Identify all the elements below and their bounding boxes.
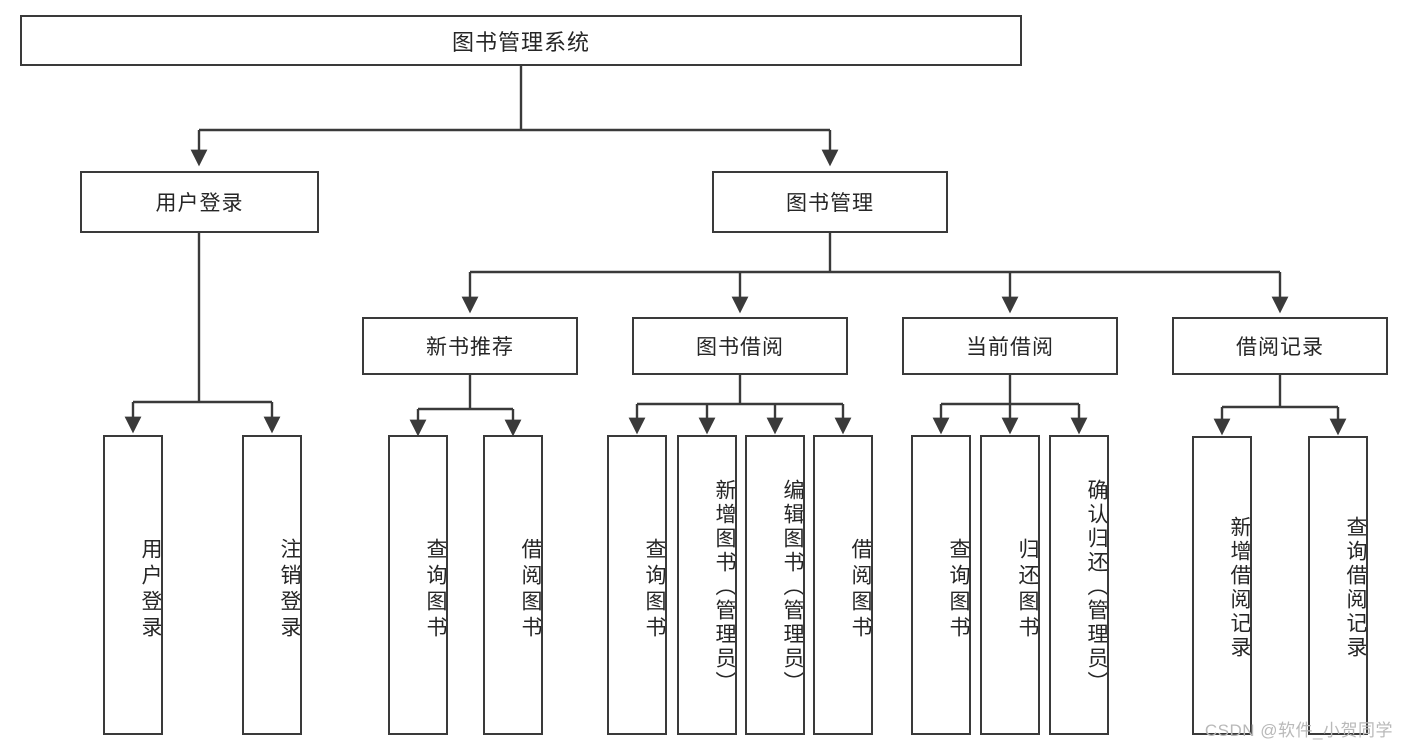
node-label: 查询图书 [424, 538, 447, 642]
leaf-recommend-query-book[interactable]: 查询图书 [388, 435, 448, 735]
leaf-borrow-borrow-book[interactable]: 借阅图书 [813, 435, 873, 735]
node-label: 新增借阅记录 [1228, 515, 1251, 660]
csdn-watermark: CSDN @软件_小贺同学 [1204, 721, 1393, 740]
node-label: 图书管理系统 [451, 29, 590, 55]
node-borrow-record[interactable]: 借阅记录 [1172, 317, 1388, 375]
node-label: 查询图书 [947, 538, 970, 642]
leaf-user-login-logout[interactable]: 注销登录 [242, 435, 302, 735]
node-label: 注销登录 [278, 538, 301, 642]
node-root-book-management-system[interactable]: 图书管理系统 [20, 15, 1022, 66]
leaf-user-login-login[interactable]: 用户登录 [103, 435, 163, 735]
leaf-current-confirm-return-admin[interactable]: 确认归还（管理员） [1049, 435, 1109, 735]
leaf-record-add-borrow-record[interactable]: 新增借阅记录 [1192, 436, 1252, 735]
leaf-current-query-book[interactable]: 查询图书 [911, 435, 971, 735]
node-current-borrow[interactable]: 当前借阅 [902, 317, 1118, 375]
leaf-record-query-borrow-record[interactable]: 查询借阅记录 [1308, 436, 1368, 735]
leaf-borrow-edit-book-admin[interactable]: 编辑图书（管理员） [745, 435, 805, 735]
node-label: 图书借阅 [696, 336, 784, 359]
node-label: 用户登录 [139, 538, 162, 642]
leaf-recommend-borrow-book[interactable]: 借阅图书 [483, 435, 543, 735]
node-label: 新书推荐 [426, 336, 514, 359]
node-label: 查询图书 [643, 538, 666, 642]
leaf-current-return-book[interactable]: 归还图书 [980, 435, 1040, 735]
node-label: 借阅图书 [849, 538, 872, 642]
node-label: 编辑图书（管理员） [781, 479, 804, 695]
node-label: 查询借阅记录 [1344, 515, 1367, 660]
node-book-borrow[interactable]: 图书借阅 [632, 317, 848, 375]
node-label: 新增图书（管理员） [713, 479, 736, 695]
node-label: 借阅图书 [519, 538, 542, 642]
node-user-login[interactable]: 用户登录 [80, 171, 319, 233]
node-label: 用户登录 [155, 192, 244, 215]
node-label: 归还图书 [1016, 538, 1039, 642]
node-label: 图书管理 [786, 192, 874, 215]
node-new-book-recommend[interactable]: 新书推荐 [362, 317, 578, 375]
leaf-borrow-query-book[interactable]: 查询图书 [607, 435, 667, 735]
node-book-management[interactable]: 图书管理 [712, 171, 948, 233]
node-label: 确认归还（管理员） [1085, 479, 1108, 695]
leaf-borrow-add-book-admin[interactable]: 新增图书（管理员） [677, 435, 737, 735]
node-label: 当前借阅 [966, 336, 1054, 359]
node-label: 借阅记录 [1236, 336, 1324, 359]
